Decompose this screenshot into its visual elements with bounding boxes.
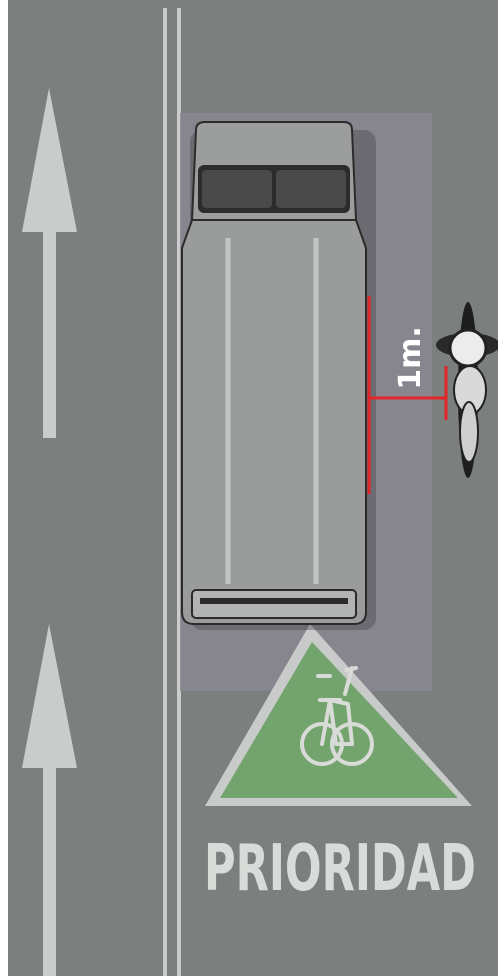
- distance-label: 1m.: [393, 326, 428, 390]
- priority-label: PRIORIDAD: [204, 832, 476, 906]
- van-icon: [182, 122, 376, 630]
- center-line-left: [163, 8, 167, 976]
